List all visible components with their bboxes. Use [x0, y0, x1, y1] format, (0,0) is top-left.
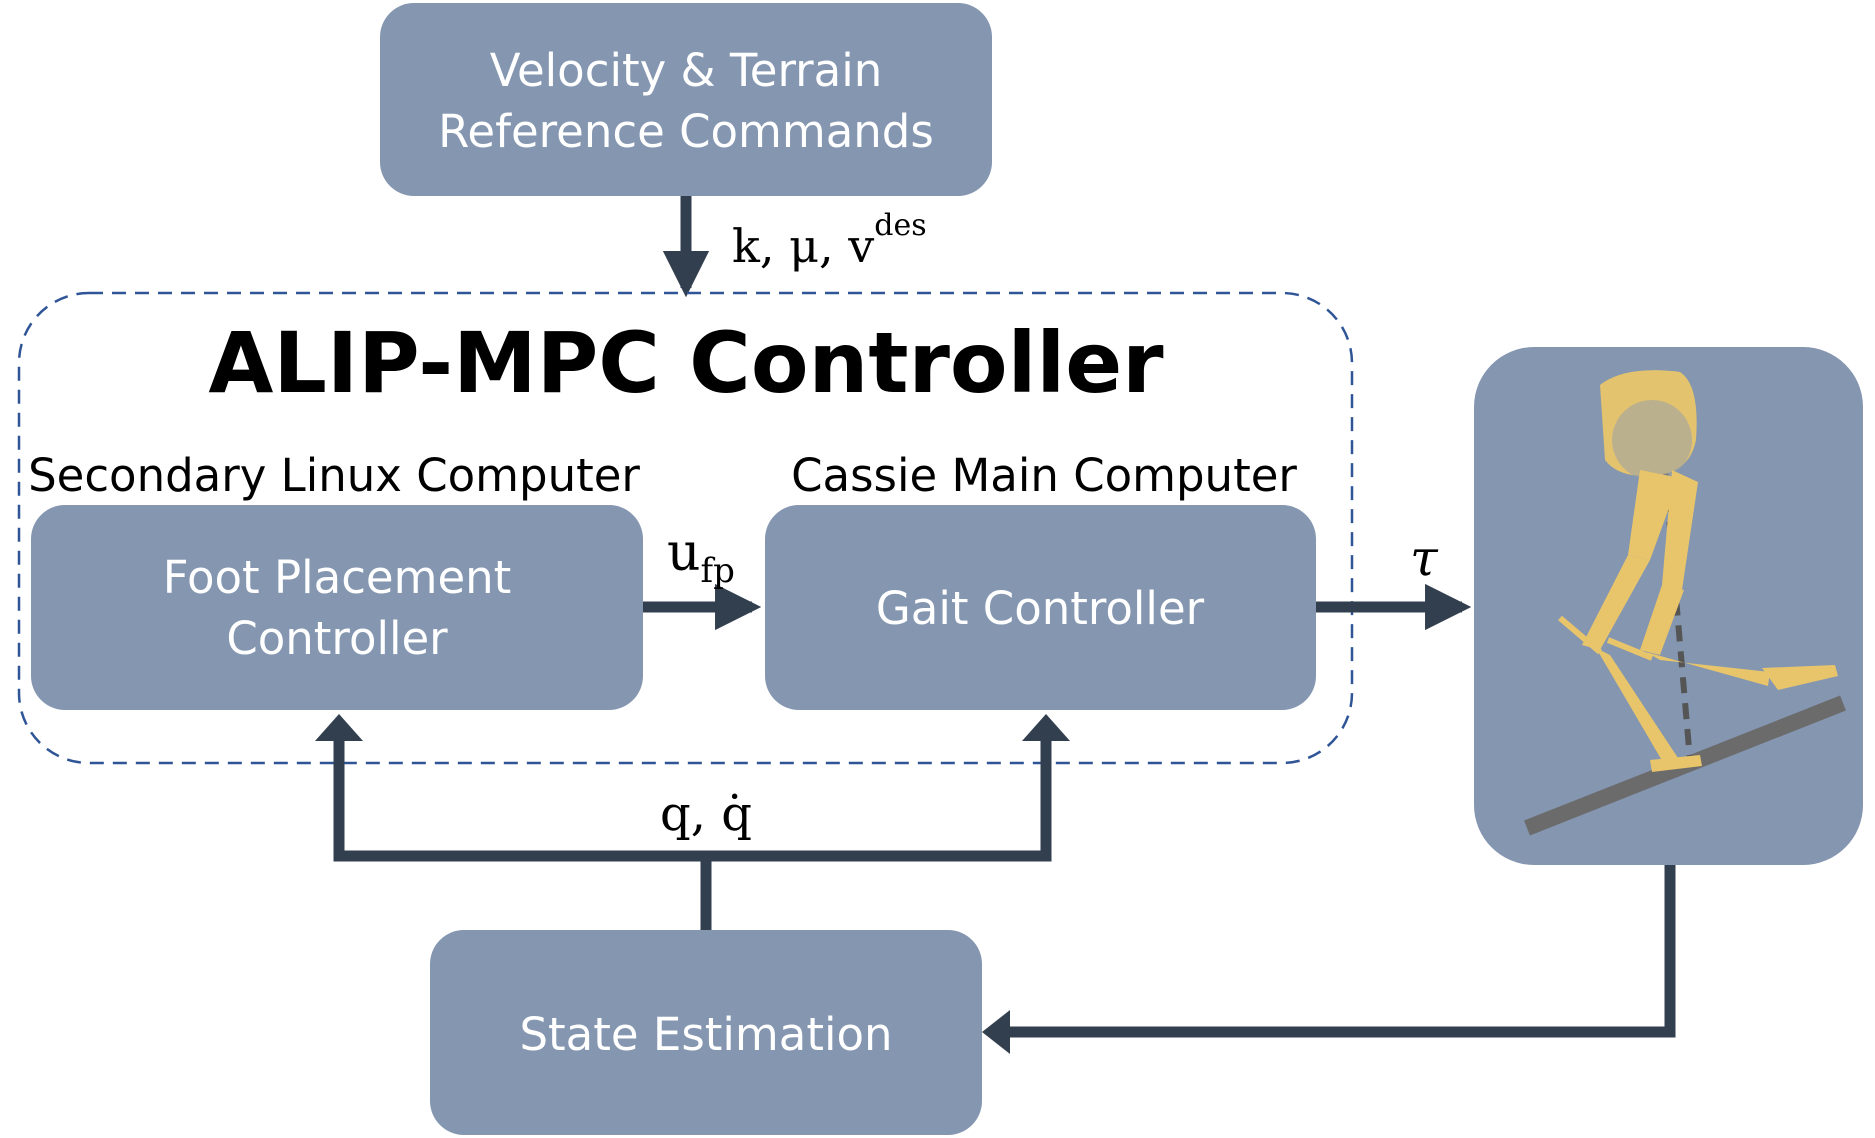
gait-controller-box: [765, 505, 1316, 710]
gait-controller-label: Gait Controller: [876, 582, 1205, 635]
foot-placement-line2: Controller: [226, 612, 448, 665]
feedback-line: [333, 724, 1052, 862]
feedback-arrowhead-right: [1022, 714, 1070, 741]
cassie-robot-icon: [1524, 370, 1846, 836]
reference-commands-line2: Reference Commands: [438, 105, 934, 158]
reference-commands-box: [380, 3, 992, 196]
state-estimation-box: [430, 930, 982, 1135]
main-computer-caption: Cassie Main Computer: [791, 449, 1297, 502]
torque-signal-label: τ: [1410, 529, 1439, 587]
reference-commands-line1: Velocity & Terrain: [490, 44, 883, 97]
foot-placement-signal-label: ufp: [667, 523, 735, 591]
feedback-arrowhead-left: [315, 714, 363, 741]
reference-signal-label: k, μ, vdes: [732, 208, 927, 273]
state-signal-label: q, q̇: [660, 786, 752, 842]
foot-placement-box: [31, 505, 643, 710]
alip-mpc-container: [17, 291, 1354, 765]
robot-feedback-line: [1002, 865, 1676, 1038]
alip-mpc-title: ALIP-MPC Controller: [208, 314, 1164, 412]
robot-feedback-arrowhead: [982, 1010, 1010, 1054]
secondary-computer-caption: Secondary Linux Computer: [28, 449, 640, 502]
foot-placement-line1: Foot Placement: [163, 551, 512, 604]
state-estimation-label: State Estimation: [519, 1008, 892, 1061]
